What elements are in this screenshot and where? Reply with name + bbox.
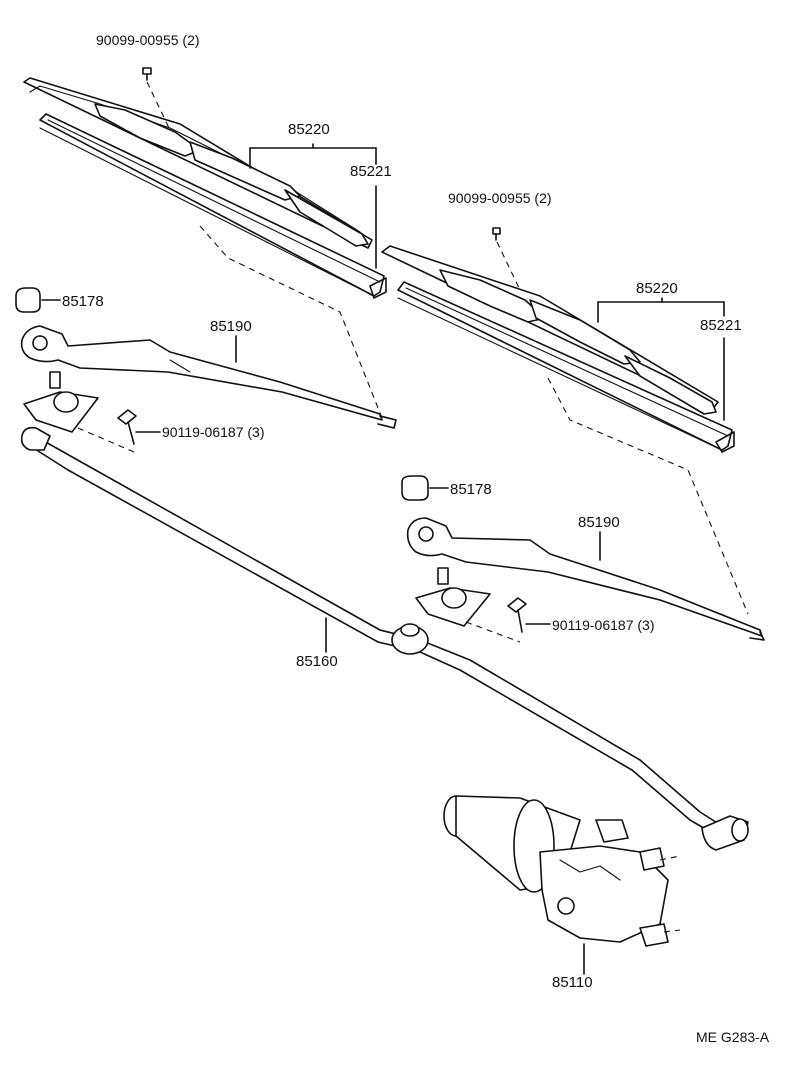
left-cap: [15, 287, 41, 313]
left-pivot: [23, 371, 99, 433]
label-85178-right: 85178: [450, 481, 492, 498]
right-pivot: [415, 567, 491, 627]
left-pivot-bolt: [117, 409, 137, 445]
label-85190-left: 85190: [210, 318, 252, 335]
label-85221-left: 85221: [350, 163, 392, 180]
label-90119-06187-right: 90119-06187 (3): [552, 617, 655, 633]
label-85221-right: 85221: [700, 317, 742, 334]
link-rod: [20, 426, 749, 851]
label-90099-00955-right: 90099-00955 (2): [448, 190, 552, 206]
right-cap: [401, 475, 429, 501]
left-wiper-blade: [23, 77, 387, 299]
left-wiper-arm: [20, 325, 397, 429]
label-85220-left: 85220: [288, 121, 330, 138]
label-85220-right: 85220: [636, 280, 678, 297]
label-85160: 85160: [296, 653, 338, 670]
left-blade-bolt: [142, 67, 152, 81]
diagram-code: ME G283-A: [696, 1029, 770, 1045]
label-85190-right: 85190: [578, 514, 620, 531]
label-90119-06187-left: 90119-06187 (3): [162, 424, 265, 440]
right-wiper-arm: [406, 517, 765, 641]
label-85178-left: 85178: [62, 293, 104, 310]
label-85110: 85110: [552, 974, 593, 991]
wiper-motor: [443, 795, 669, 947]
right-pivot-bolt: [507, 597, 527, 633]
label-90099-00955-left: 90099-00955 (2): [96, 32, 200, 48]
right-wiper-blade: [381, 245, 735, 453]
right-blade-bolt: [492, 227, 501, 241]
